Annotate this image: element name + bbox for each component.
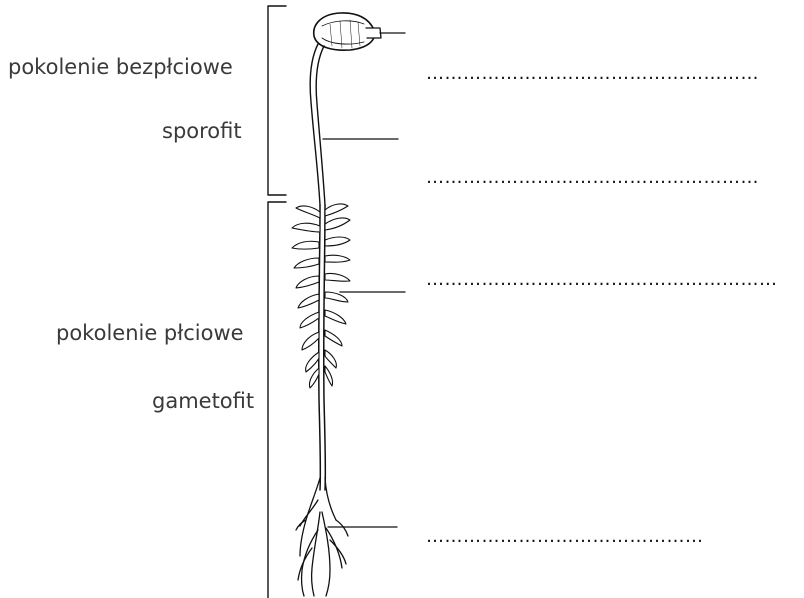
- sporophyte-bracket: [268, 6, 286, 195]
- gametophyte-bracket: [268, 202, 286, 598]
- rhizoids: [296, 478, 348, 596]
- leafy-stem: [319, 205, 326, 490]
- seta: [310, 44, 325, 205]
- capsule: [314, 13, 381, 50]
- leaves: [292, 204, 350, 388]
